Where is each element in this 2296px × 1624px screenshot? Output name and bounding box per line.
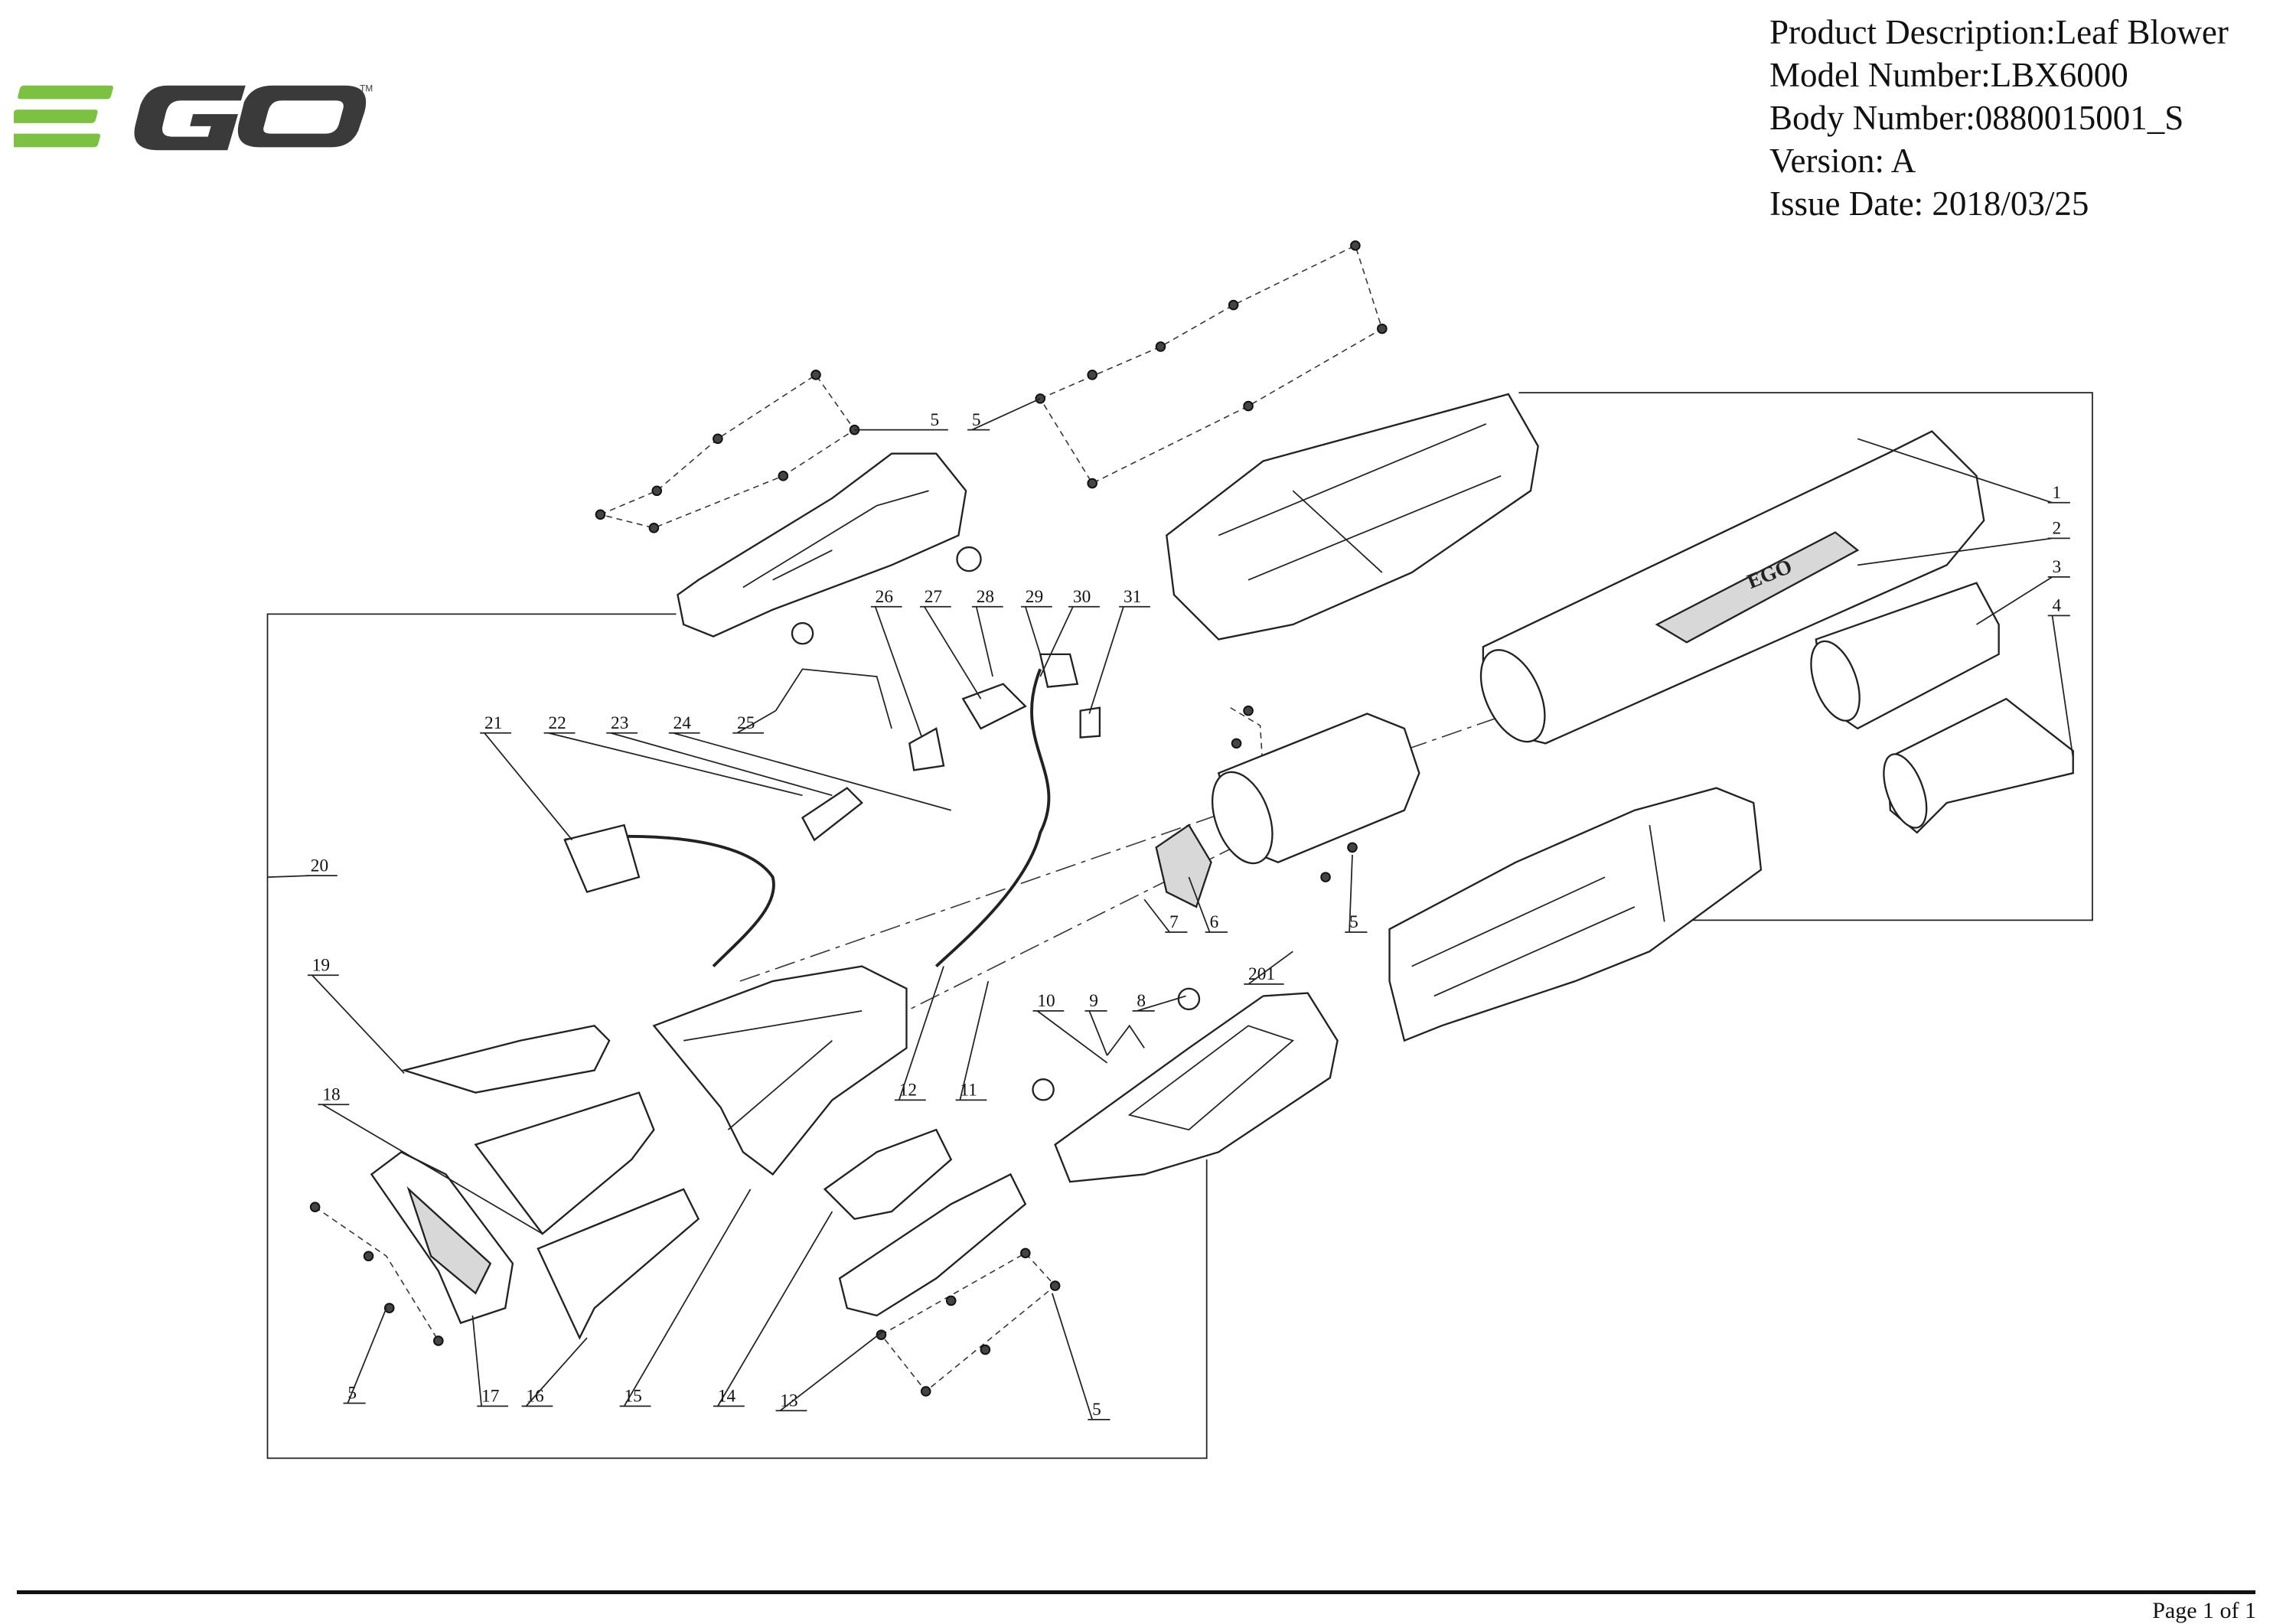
callout-leader-line <box>307 974 405 1075</box>
issue-date: Issue Date: 2018/03/25 <box>1769 184 2089 223</box>
callout-21: 21 <box>484 713 502 733</box>
callout-leader-line <box>1032 1010 1108 1064</box>
callout-leader-line <box>1132 995 1186 1012</box>
ego-logo: TM <box>14 84 373 151</box>
document-header: Product Description:Leaf Blower Model Nu… <box>1769 11 2229 225</box>
callout-leader-line <box>1244 951 1293 985</box>
footer-rule <box>17 1590 2255 1594</box>
callout-1: 1 <box>2053 483 2062 503</box>
callout-10: 10 <box>1037 991 1055 1011</box>
callout-leader-line <box>1051 1293 1110 1420</box>
callout-22: 22 <box>549 713 566 733</box>
callout-leader-line <box>1976 576 2070 625</box>
callout-leader-line <box>919 605 982 699</box>
callout-leader-line <box>955 980 990 1101</box>
body-number: Body Number:0880015001_S <box>1769 99 2184 137</box>
callout-17: 17 <box>481 1387 499 1407</box>
callout-27: 27 <box>925 587 942 607</box>
callout-leader-line <box>318 1104 543 1234</box>
group-20-bracket <box>266 613 1208 1459</box>
callout-23: 23 <box>611 713 628 733</box>
callout-leader-line <box>1143 898 1188 933</box>
callout-25: 25 <box>737 713 755 733</box>
callout-leader-line <box>471 1315 509 1407</box>
callout-leader-line <box>713 1211 833 1407</box>
callout-3: 3 <box>2053 557 2062 577</box>
callout-24: 24 <box>673 713 692 733</box>
callout-leader-line <box>1084 1010 1108 1056</box>
page-number: Page 1 of 1 <box>2152 1598 2256 1623</box>
parts-illustration: EGO <box>266 240 2093 1459</box>
callout-14: 14 <box>718 1387 736 1407</box>
callout-leader-line <box>1020 605 1052 655</box>
callout-leader-line <box>343 1307 387 1404</box>
callout-7: 7 <box>1169 912 1179 932</box>
svg-text:TM: TM <box>360 84 373 94</box>
callout-4: 4 <box>2053 596 2062 616</box>
callout-6: 6 <box>1210 912 1219 932</box>
callout-leader-line <box>1039 605 1100 677</box>
callout-29: 29 <box>1026 587 1043 607</box>
callout-leader-line <box>870 605 922 736</box>
callout-11: 11 <box>960 1081 977 1101</box>
callout-9: 9 <box>1089 991 1098 1011</box>
callout-30: 30 <box>1073 587 1091 607</box>
callout-leader-line <box>543 732 803 797</box>
callout-leader-line <box>967 398 1041 431</box>
callout-18: 18 <box>322 1084 340 1104</box>
callout-28: 28 <box>977 587 994 607</box>
callout-leader-line <box>894 966 944 1101</box>
callout-2: 2 <box>2053 519 2062 539</box>
product-description: Product Description:Leaf Blower <box>1769 13 2229 51</box>
callout-leader-line <box>521 1337 588 1407</box>
callout-8: 8 <box>1137 991 1146 1011</box>
callout-leader-line <box>1088 605 1150 714</box>
callout-leader-line <box>971 605 1003 677</box>
callout-leader-line <box>619 1189 752 1407</box>
group-1-bracket <box>1518 392 2093 921</box>
callout-leader-line <box>606 732 833 797</box>
callout-5: 5 <box>1349 912 1358 932</box>
callout-leader-line <box>267 875 338 878</box>
callout-leader-line <box>480 732 573 841</box>
callout-20: 20 <box>311 856 328 876</box>
callout-leader-line <box>2047 615 2074 758</box>
callout-15: 15 <box>625 1387 642 1407</box>
callout-19: 19 <box>312 955 330 975</box>
callout-leader-line <box>668 732 951 811</box>
callout-leader-line <box>732 709 777 734</box>
callout-26: 26 <box>876 587 893 607</box>
callout-13: 13 <box>780 1391 797 1410</box>
callout-5: 5 <box>1092 1400 1101 1420</box>
callout-leader-line <box>1857 537 2070 566</box>
callout-leader-line <box>775 1329 885 1412</box>
callout-5: 5 <box>931 410 940 430</box>
callout-31: 31 <box>1124 587 1141 607</box>
callout-leader-line <box>1188 876 1228 933</box>
callout-leader-line <box>1857 438 2070 504</box>
version: Version: A <box>1769 142 1916 180</box>
callout-5: 5 <box>972 410 981 430</box>
callout-leader-line <box>1345 854 1368 933</box>
model-number: Model Number:LBX6000 <box>1769 56 2128 94</box>
